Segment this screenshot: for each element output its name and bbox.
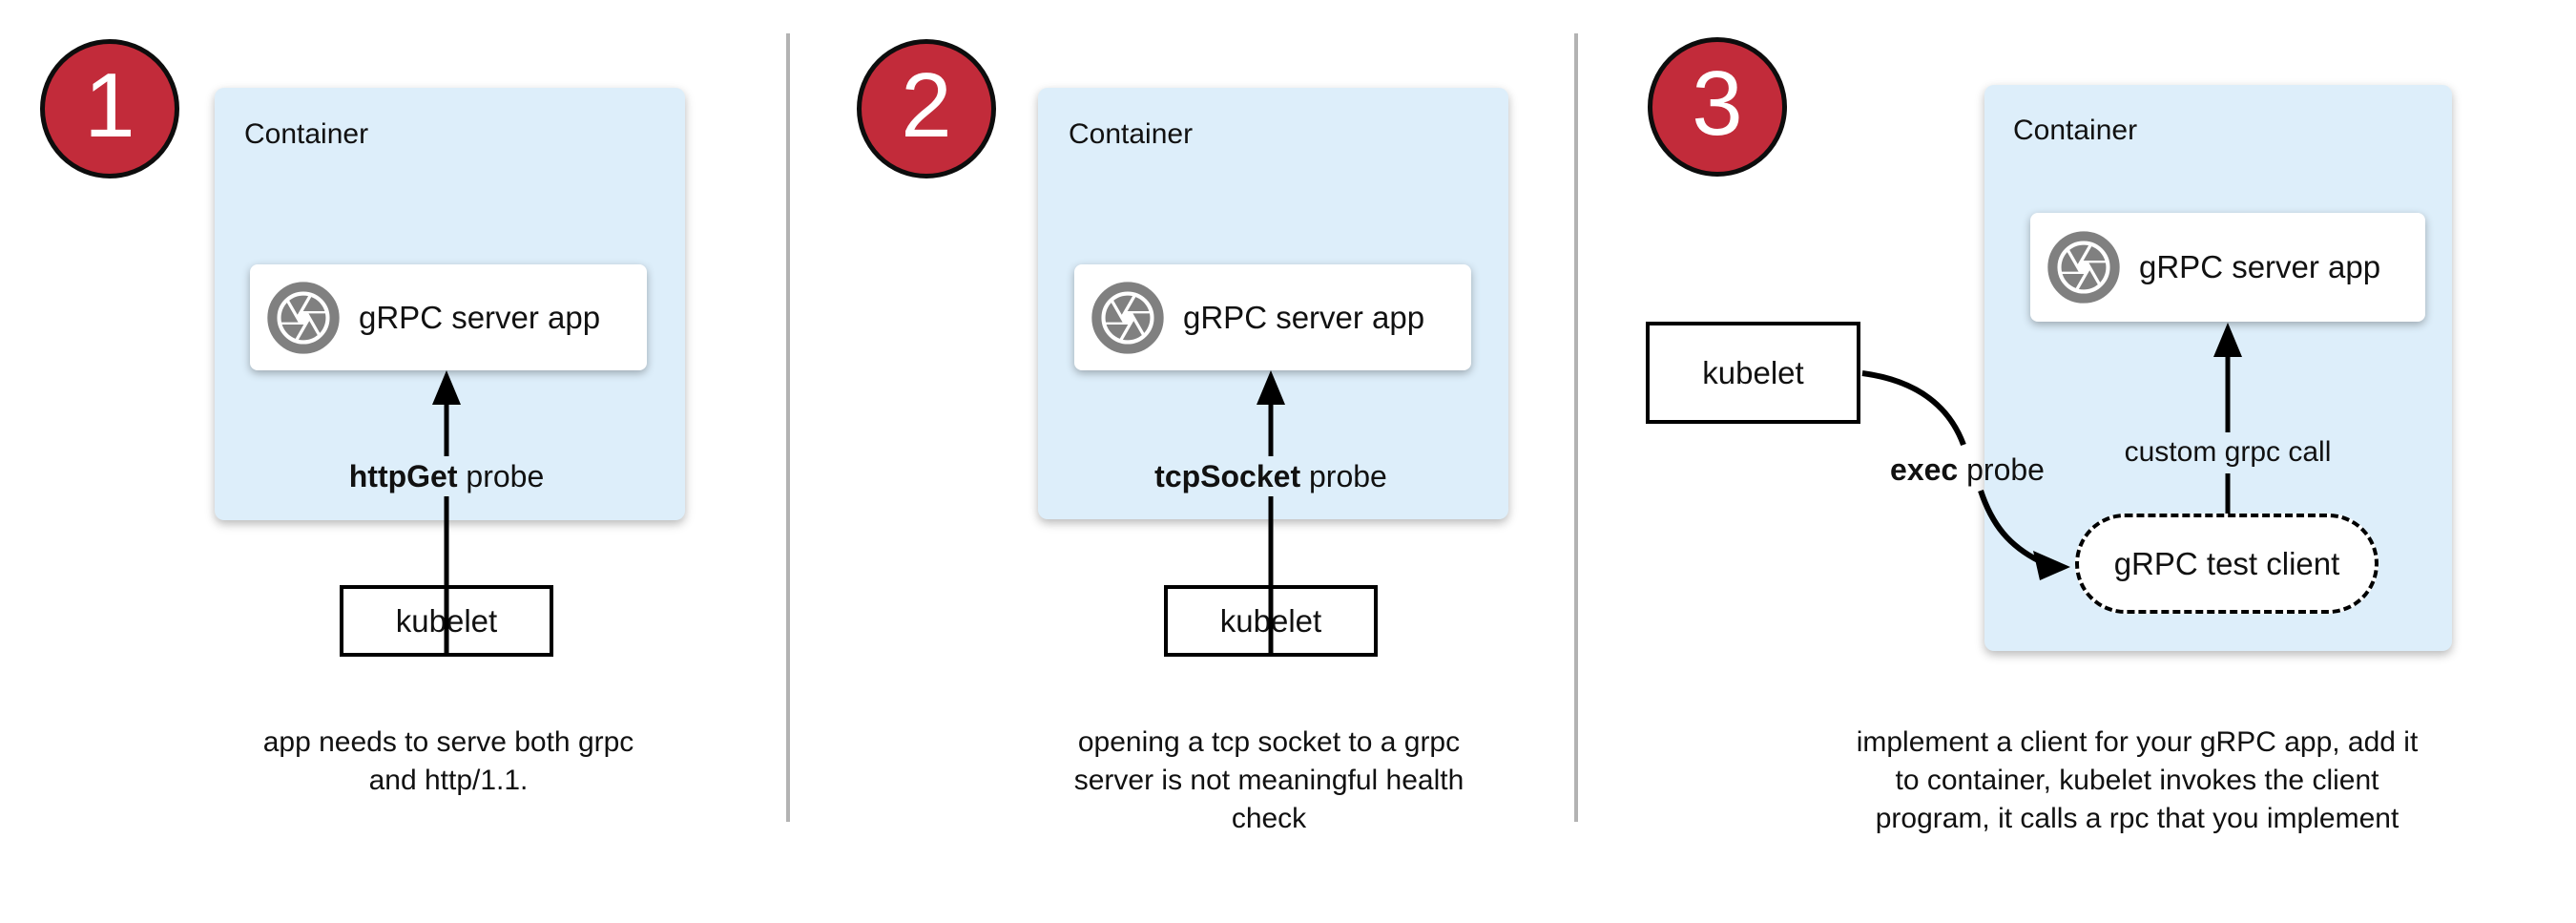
kubelet-box-2: kubelet xyxy=(1164,585,1378,657)
container-label: Container xyxy=(244,118,369,150)
kubelet-label: kubelet xyxy=(395,602,498,639)
grpc-server-app-box-1: gRPC server app xyxy=(250,264,647,370)
caption-line: and http/1.1. xyxy=(368,765,529,796)
grpc-test-client-label: gRPC test client xyxy=(2113,545,2340,581)
caption-line: server is not meaningful health xyxy=(1073,765,1465,796)
grpc-server-app-box-3: gRPC server app xyxy=(2030,213,2425,322)
step-number: 3 xyxy=(1692,52,1743,155)
aperture-icon xyxy=(2047,231,2120,304)
caption-line: check xyxy=(1231,803,1307,834)
caption-line: program, it calls a rpc that you impleme… xyxy=(1875,803,2399,834)
step-number: 2 xyxy=(901,54,952,157)
panel-divider xyxy=(786,33,790,822)
aperture-icon xyxy=(1091,281,1164,354)
probe-suffix: probe xyxy=(1300,459,1387,493)
probe-type: tcpSocket xyxy=(1154,459,1301,493)
kubelet-box-3: kubelet xyxy=(1646,322,1860,424)
grpc-server-app-box-2: gRPC server app xyxy=(1074,264,1471,370)
caption-2: opening a tcp socket to a grpc server is… xyxy=(1007,724,1531,838)
caption-1: app needs to serve both grpc and http/1.… xyxy=(186,724,711,800)
caption-line: to container, kubelet invokes the client xyxy=(1895,765,2379,796)
grpc-server-app-label: gRPC server app xyxy=(2139,249,2381,284)
probe-type: httpGet xyxy=(348,459,458,493)
step-badge-3: 3 xyxy=(1648,37,1787,177)
caption-3: implement a client for your gRPC app, ad… xyxy=(1803,724,2471,838)
caption-line: implement a client for your gRPC app, ad… xyxy=(1856,726,2419,758)
probe-label-2: tcpSocket probe xyxy=(1080,459,1462,494)
kubelet-box-1: kubelet xyxy=(340,585,553,657)
probe-label-3: exec probe xyxy=(1824,452,2110,488)
probe-type: exec xyxy=(1890,452,1959,487)
container-label: Container xyxy=(1069,118,1194,150)
grpc-test-client-box: gRPC test client xyxy=(2075,514,2379,614)
container-label: Container xyxy=(2013,115,2138,146)
custom-grpc-call-label: custom grpc call xyxy=(2124,436,2332,468)
probe-suffix: probe xyxy=(457,459,545,493)
step-badge-2: 2 xyxy=(857,39,996,178)
step-number: 1 xyxy=(84,54,135,157)
panel-divider xyxy=(1574,33,1578,822)
grpc-server-app-label: gRPC server app xyxy=(1183,299,1425,335)
caption-line: app needs to serve both grpc xyxy=(262,726,634,758)
probe-label-1: httpGet probe xyxy=(256,459,637,494)
caption-line: opening a tcp socket to a grpc xyxy=(1077,726,1461,758)
kubelet-label: kubelet xyxy=(1219,602,1322,639)
exec-probe-curve xyxy=(1861,370,1966,447)
kubelet-label: kubelet xyxy=(1702,354,1804,390)
grpc-server-app-label: gRPC server app xyxy=(359,299,601,335)
step-badge-1: 1 xyxy=(40,39,179,178)
aperture-icon xyxy=(267,281,340,354)
probe-suffix: probe xyxy=(1958,452,2045,487)
